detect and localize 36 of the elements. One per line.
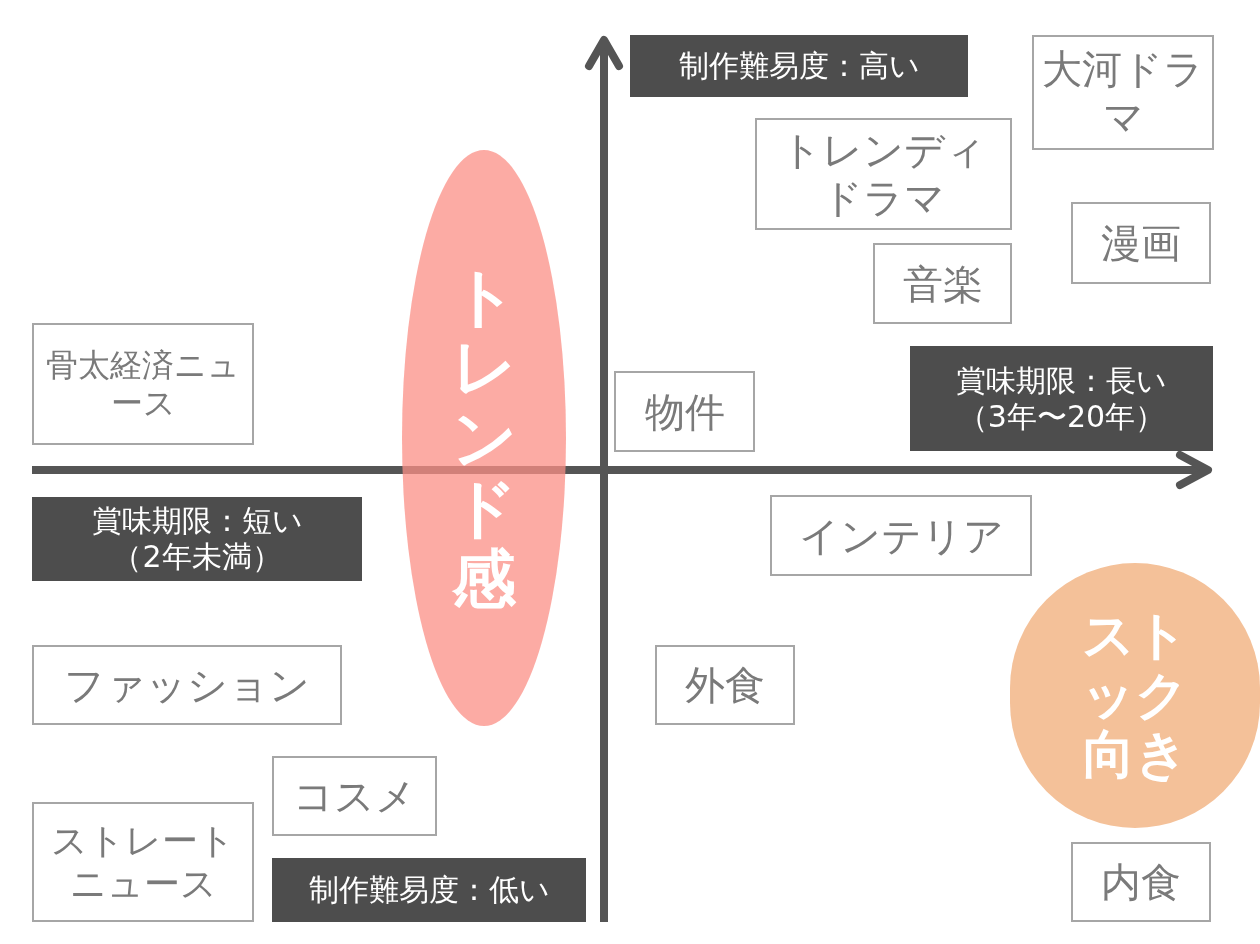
- category-box: [770, 495, 1032, 576]
- category-box: [272, 756, 437, 836]
- dark-label-box: [910, 346, 1213, 451]
- axis-label: （3年〜20年）: [956, 398, 1167, 435]
- category-box: [32, 802, 254, 922]
- category-label: 内食: [1100, 858, 1182, 906]
- category-label: ストレートニュース: [50, 818, 236, 906]
- dark-label-box: [272, 858, 586, 922]
- category-label: 大河ドラマ: [1041, 44, 1205, 141]
- category-box: [1071, 842, 1211, 922]
- ellipse-label: トレンド感: [452, 262, 516, 614]
- category-label: コスメ: [292, 772, 417, 820]
- category-label: ファッション: [63, 661, 311, 709]
- category-label: 漫画: [1100, 219, 1182, 267]
- category-box: [755, 118, 1012, 230]
- axis-label: 制作難易度：低い: [307, 872, 551, 908]
- category-box: [655, 645, 795, 725]
- axis-label: 賞味期限：短い: [90, 503, 304, 539]
- axis-label: 賞味期限：長い: [955, 362, 1168, 399]
- dark-label-box: [32, 497, 362, 581]
- circle-label: ストック向き: [1081, 605, 1189, 786]
- category-label: 外食: [684, 661, 766, 709]
- category-box: [873, 243, 1012, 324]
- category-box: [1071, 202, 1211, 284]
- category-box: [1032, 35, 1214, 150]
- dark-label-box: [630, 35, 968, 97]
- category-label: トレンディドラマ: [780, 126, 987, 222]
- category-label: 物件: [643, 387, 726, 436]
- category-label: インテリア: [797, 511, 1005, 560]
- category-box: [32, 645, 342, 725]
- category-box: [32, 323, 254, 445]
- axis-label: 制作難易度：高い: [677, 48, 921, 84]
- axis-label: （2年未満）: [111, 539, 283, 575]
- category-label: 骨太経済ニュース: [45, 345, 241, 423]
- category-box: [614, 371, 755, 452]
- category-label: 音楽: [901, 259, 984, 308]
